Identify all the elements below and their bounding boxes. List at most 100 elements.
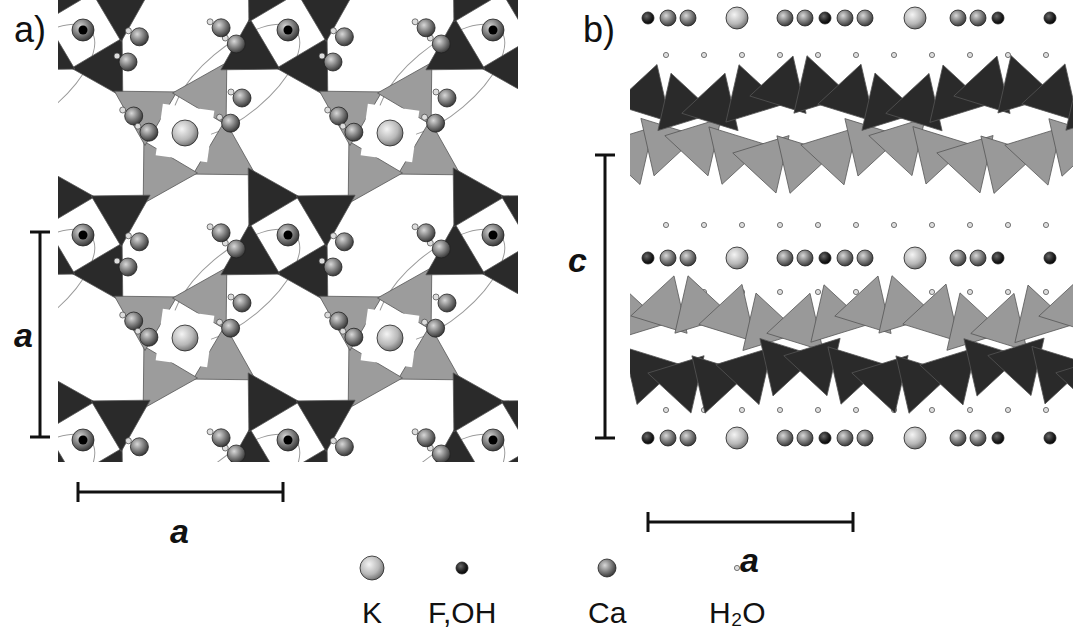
- water-molecule: [340, 328, 346, 334]
- water-molecule: [1005, 222, 1010, 227]
- ring-channel: [154, 210, 317, 362]
- tetrahedron: [886, 73, 942, 130]
- tetrahedron: [767, 293, 823, 350]
- water-molecule: [120, 312, 126, 318]
- f-atom: [284, 26, 293, 35]
- tetrahedron: [221, 429, 280, 463]
- ca-atom: [227, 240, 245, 258]
- tetrahedron: [682, 73, 738, 131]
- ca-atom: [222, 319, 240, 337]
- ca-atom: [212, 429, 230, 447]
- water-molecule: [125, 438, 131, 444]
- ca-atom: [970, 10, 986, 26]
- f-atom: [79, 436, 88, 445]
- water-molecule: [853, 222, 858, 227]
- ca-atom: [950, 10, 966, 26]
- ca-atom: [222, 114, 240, 132]
- ca-atom: [432, 445, 450, 462]
- f-atom: [489, 231, 498, 240]
- tetrahedron: [501, 0, 518, 41]
- water-molecule: [701, 52, 706, 57]
- legend-sample: [456, 562, 468, 574]
- water-molecule: [319, 258, 325, 264]
- k-atom: [904, 427, 926, 449]
- water-molecule: [1005, 289, 1010, 294]
- f-atom: [642, 432, 654, 444]
- axis-label: a: [740, 543, 759, 577]
- ca-atom: [857, 430, 873, 446]
- ca-atom: [335, 438, 353, 456]
- ca-atom: [130, 28, 148, 46]
- ca-atom: [335, 233, 353, 251]
- ca-atom: [130, 438, 148, 456]
- water-molecule: [739, 407, 744, 412]
- ca-atom: [125, 312, 143, 330]
- ca-atom: [837, 430, 853, 446]
- water-molecule: [815, 222, 820, 227]
- ca-atom: [482, 19, 504, 41]
- axis-label: a: [14, 318, 33, 352]
- ca-atom: [330, 107, 348, 125]
- f-atom: [79, 231, 88, 240]
- f-atom: [642, 252, 654, 264]
- tetrahedron: [1022, 64, 1073, 121]
- f-atom: [992, 252, 1004, 264]
- f-atom: [284, 231, 293, 240]
- legend-sample: [734, 565, 739, 570]
- f-atom: [1044, 12, 1056, 24]
- ring-channel: [359, 415, 518, 462]
- ca-atom: [660, 250, 676, 266]
- legend-text: Ca: [588, 598, 626, 628]
- ca-atom: [432, 35, 450, 53]
- ring-centre: [361, 104, 420, 163]
- water-molecule: [1043, 222, 1048, 227]
- ca-atom: [950, 250, 966, 266]
- water-molecule: [207, 224, 213, 230]
- water-molecule: [422, 114, 428, 120]
- ca-atom: [417, 19, 435, 37]
- ca-atom: [212, 19, 230, 37]
- ca-atom: [324, 258, 342, 276]
- ca-atom: [950, 430, 966, 446]
- water-molecule: [125, 233, 131, 239]
- ca-atom: [417, 224, 435, 242]
- water-molecule: [1043, 289, 1048, 294]
- ca-atom: [227, 445, 245, 462]
- water-molecule: [319, 53, 325, 59]
- ca-atom: [482, 224, 504, 246]
- ca-atom: [970, 250, 986, 266]
- water-molecule: [1043, 407, 1048, 412]
- legend-text: H₂O: [709, 598, 766, 628]
- tetrahedron: [248, 0, 299, 22]
- tetrahedron: [1066, 73, 1073, 131]
- ca-atom: [837, 10, 853, 26]
- k-atom: [904, 247, 926, 269]
- water-molecule: [967, 407, 972, 412]
- tetrahedron: [988, 338, 1044, 396]
- ca-atom: [345, 123, 363, 141]
- water-molecule: [815, 52, 820, 57]
- ca-atom: [330, 312, 348, 330]
- water-molecule: [330, 233, 336, 239]
- k-atom: [726, 7, 748, 29]
- tetrahedron: [453, 168, 504, 227]
- ca-atom: [680, 250, 696, 266]
- k-atom: [377, 325, 403, 351]
- water-molecule: [815, 407, 820, 412]
- water-molecule: [967, 222, 972, 227]
- k-atom: [904, 7, 926, 29]
- tetrahedron: [58, 429, 75, 463]
- water-molecule: [433, 89, 439, 95]
- k-atom: [377, 120, 403, 146]
- water-molecule: [777, 289, 782, 294]
- f-atom: [819, 252, 831, 264]
- water-molecule: [891, 52, 896, 57]
- water-molecule: [120, 107, 126, 113]
- water-molecule: [325, 312, 331, 318]
- ca-atom: [777, 250, 793, 266]
- ca-atom: [777, 430, 793, 446]
- tetrahedron: [482, 38, 519, 97]
- water-molecule: [929, 52, 934, 57]
- ring-channel: [359, 5, 518, 157]
